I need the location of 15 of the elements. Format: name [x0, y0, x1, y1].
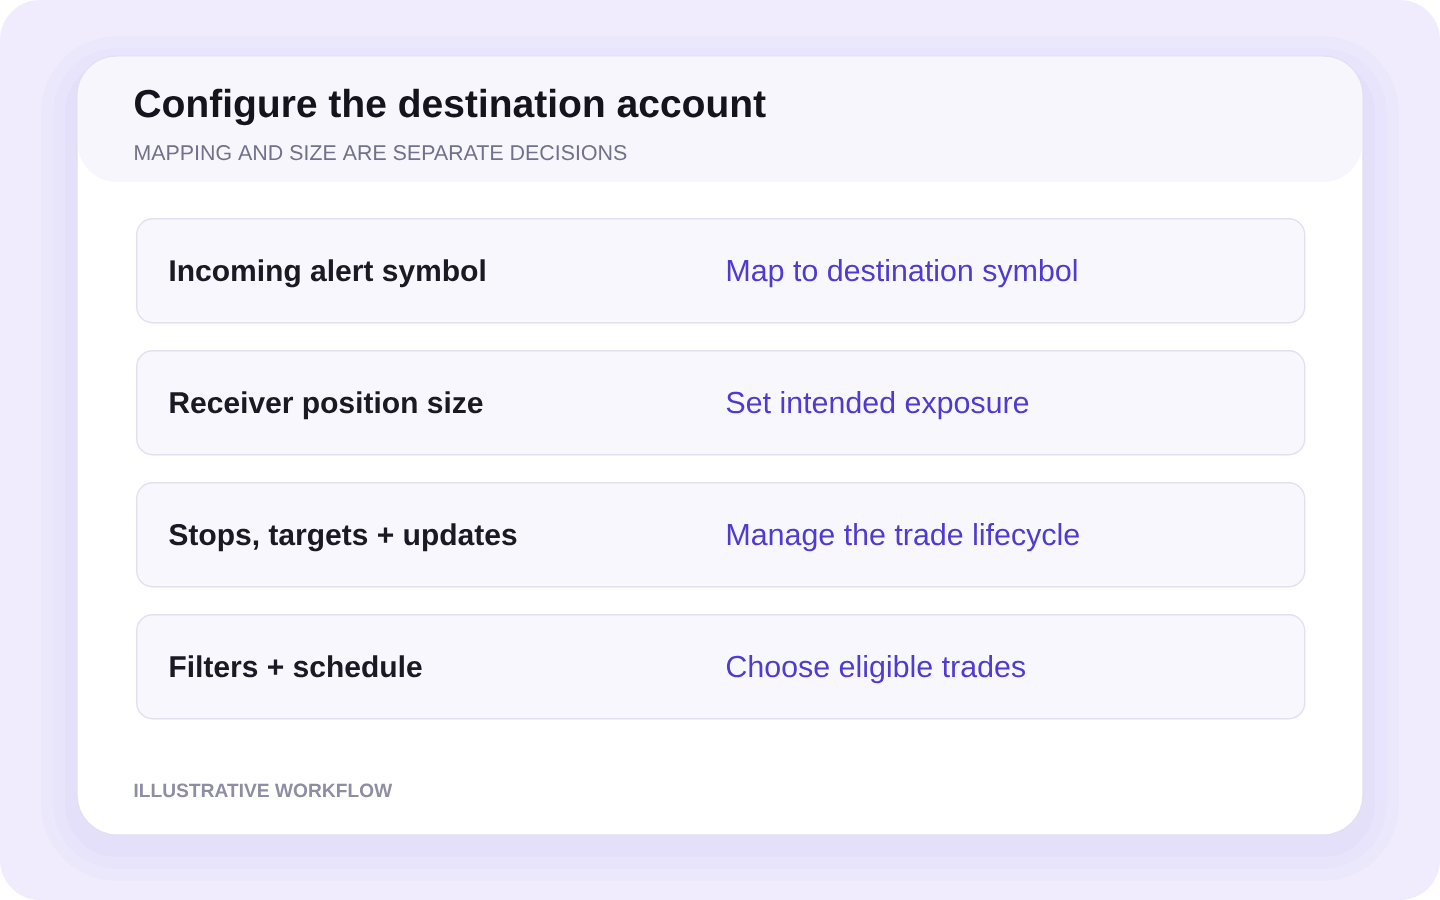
footer-note: ILLUSTRATIVE WORKFLOW: [134, 783, 393, 798]
row-box: [136, 614, 1306, 720]
subtitle: MAPPING AND SIZE ARE SEPARATE DECISIONS: [135, 145, 627, 161]
title: Configure the destination account: [135, 88, 766, 126]
action-text: Choose eligible trades: [726, 655, 1025, 684]
row-label: Receiver position size: [170, 391, 483, 420]
row-label: Incoming alert symbol: [170, 259, 485, 288]
action-text: Set intended exposure: [726, 391, 1029, 420]
action-text: Manage the trade lifecycle: [727, 523, 1079, 552]
row-label: Filters + schedule: [170, 655, 422, 678]
row-box: [136, 218, 1306, 324]
action-text: Map to destination symbol: [727, 259, 1077, 288]
row-label: Stops, targets + updates: [169, 523, 517, 552]
row-box: [136, 482, 1306, 588]
row-box: [136, 350, 1306, 456]
